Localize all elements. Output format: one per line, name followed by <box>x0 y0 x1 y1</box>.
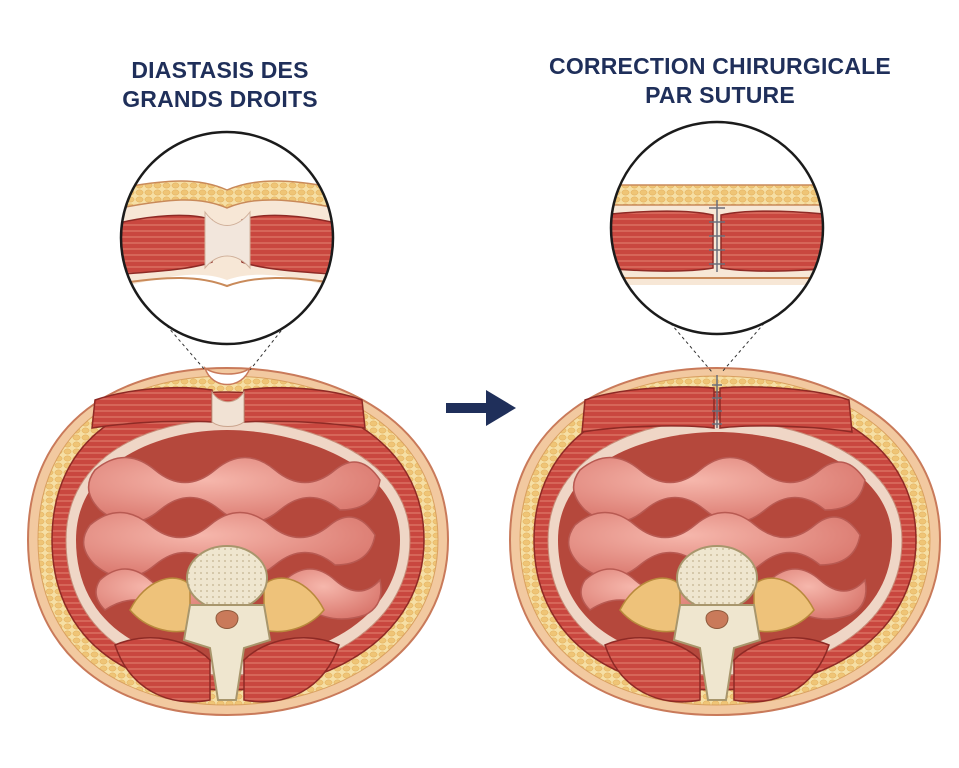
rectus-muscle-right <box>719 386 853 433</box>
right-zoom-frame <box>609 120 825 336</box>
back-muscle-right <box>733 637 830 703</box>
detail-fat-layer <box>611 184 823 206</box>
linea-alba-stretched <box>211 390 245 427</box>
detail-suture <box>709 200 725 272</box>
detail-linea-alba <box>204 210 251 270</box>
detail-rectus-right <box>720 210 823 272</box>
right-cross-section <box>508 366 942 717</box>
spinal-canal <box>705 610 729 629</box>
right-panel-title: CORRECTION CHIRURGICALE PAR SUTURE <box>520 52 920 110</box>
spinal-canal <box>215 610 239 629</box>
vertebral-body <box>676 545 758 611</box>
right-title-line-2: PAR SUTURE <box>645 82 795 108</box>
detail-fat-layer <box>121 180 333 211</box>
rectus-muscle-right <box>243 386 366 429</box>
right-title-line-1: CORRECTION CHIRURGICALE <box>549 53 891 79</box>
suture-line <box>712 375 722 428</box>
vertebral-arch <box>672 604 762 701</box>
left-zoom-frame <box>119 130 335 346</box>
left-title-line-1: DIASTASIS DES <box>131 57 309 83</box>
left-panel-title: DIASTASIS DES GRANDS DROITS <box>70 56 370 114</box>
left-title-line-2: GRANDS DROITS <box>122 86 318 112</box>
detail-rectus-left <box>611 210 714 272</box>
left-cross-section <box>26 365 450 717</box>
back-muscle-left <box>114 637 211 703</box>
rectus-muscle-left <box>581 386 715 433</box>
arrow-right-icon <box>446 390 516 426</box>
vertebral-arch <box>182 604 272 701</box>
vertebral-body <box>186 545 268 611</box>
left-zoom-detail <box>119 130 335 346</box>
back-muscle-left <box>604 637 701 703</box>
back-muscle-right <box>243 637 340 703</box>
navel-dip <box>203 365 252 386</box>
right-zoom-detail <box>609 120 825 336</box>
